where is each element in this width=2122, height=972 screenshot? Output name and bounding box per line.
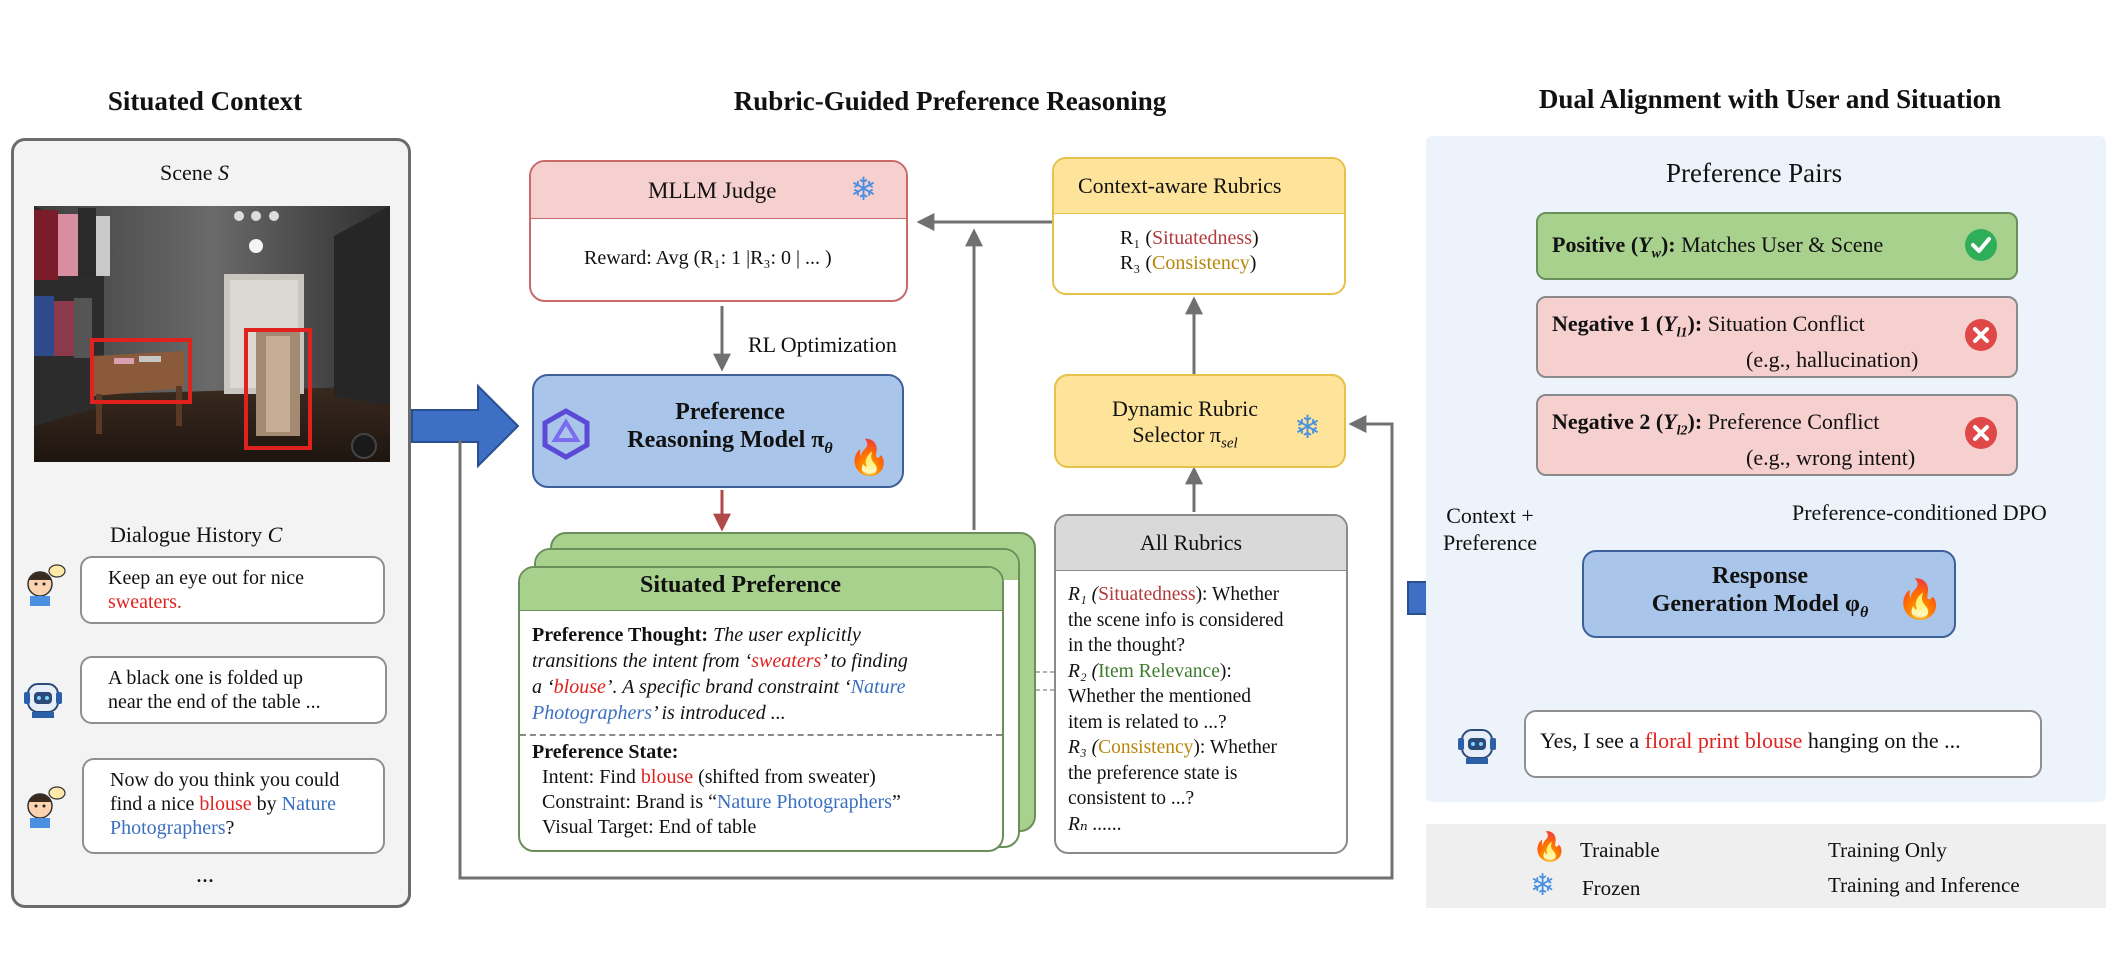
dpo-label: Preference-conditioned DPO (1792, 500, 2047, 525)
situated-preference-card (518, 566, 1004, 852)
positive-pair (1536, 212, 2018, 280)
snowflake-icon: ❄ (1294, 408, 1321, 446)
reasoning-model-label: Preference Reasoning Model πθ (627, 399, 833, 457)
dialogue-turn-1: Keep an eye out for nice sweaters. (80, 556, 385, 624)
legend (1426, 824, 2106, 908)
rl-optimization-label: RL Optimization (748, 332, 897, 357)
positive-pair-label: Positive (Yw): Matches User & Scene (1552, 232, 1884, 262)
mllm-judge-title: MLLM Judge (648, 178, 777, 203)
context-rubrics-title: Context-aware Rubrics (1078, 173, 1282, 198)
situated-context-title: Situated Context (107, 86, 303, 116)
generated-response-bubble (1524, 710, 2042, 778)
negative-pair-2 (1536, 394, 2018, 476)
response-generation-model-box (1582, 550, 1956, 638)
all-rubrics-list: R₁ (Situatedness): Whether the scene inf… (1068, 584, 1284, 835)
model-logo-icon (542, 408, 590, 460)
store-scene-illustration (34, 206, 390, 462)
snowflake-icon: ❄ (850, 170, 877, 208)
agent-avatar-icon (24, 683, 62, 718)
legend-frozen: Frozen (1582, 876, 1641, 900)
mllm-judge-box (529, 160, 908, 302)
scene-image (34, 206, 390, 462)
flame-icon: 🔥 (848, 440, 891, 477)
cross-icon (1965, 417, 1997, 449)
dialogue-ellipsis: ... (196, 862, 214, 888)
selector-label: Dynamic Rubric Selector πsel (1111, 396, 1259, 452)
negative-pair-1 (1536, 296, 2018, 378)
selected-rubrics: R₁ (Situatedness) R₃ (Consistency) (1120, 227, 1259, 274)
context-rubrics-box (1052, 157, 1346, 295)
judge-reward: Reward: Avg (R₁: 1 |R₃: 0 | ... ) (584, 247, 832, 269)
preference-state: Preference State: Intent: Find blouse (s… (532, 741, 901, 838)
scene-label: Scene S (160, 160, 230, 185)
legend-trainable: Trainable (1580, 838, 1660, 862)
snowflake-icon: ❄ (1530, 868, 1556, 903)
check-icon (1965, 229, 1997, 261)
context-to-model-arrow (411, 383, 520, 469)
flame-icon: 🔥 (1896, 579, 1944, 621)
legend-training-inference: Training and Inference (1828, 873, 2020, 897)
all-rubrics-title: All Rubrics (1140, 530, 1243, 555)
dialogue-turn-2: A black one is folded up near the end of… (80, 656, 387, 724)
user-avatar-icon (27, 786, 66, 828)
legend-training-only: Training Only (1828, 838, 1947, 862)
dialogue-history-label: Dialogue History C (110, 522, 283, 547)
context-preference-label: Context + Preference (1442, 503, 1538, 555)
agent-avatar-icon (1458, 729, 1496, 764)
response-model-label: Response Generation Model φθ (1651, 563, 1869, 621)
negative-pair-1-label: Negative 1 (Yl1): Situation Conflict (e.… (1552, 311, 1919, 373)
dynamic-rubric-selector-box (1054, 374, 1346, 468)
user-avatar-icon (27, 564, 66, 606)
preference-thought: Preference Thought: The user explicitly … (532, 624, 908, 724)
flame-icon: 🔥 (1532, 832, 1567, 863)
preference-pairs-title: Preference Pairs (1666, 158, 1843, 188)
reasoning-title: Rubric-Guided Preference Reasoning (733, 86, 1167, 116)
situated-preference-title: Situated Preference (640, 572, 842, 598)
cross-icon (1965, 319, 1997, 351)
generated-response-text: Yes, I see a floral print blouse hanging… (1540, 728, 1961, 753)
preference-reasoning-model-box (532, 374, 904, 488)
dialogue-turn-3: Now do you think you could find a nice b… (82, 758, 385, 854)
negative-pair-2-label: Negative 2 (Yl2): Preference Conflict (e… (1552, 409, 1916, 471)
alignment-title: Dual Alignment with User and Situation (1538, 84, 2002, 114)
all-rubrics-box (1054, 514, 1348, 854)
